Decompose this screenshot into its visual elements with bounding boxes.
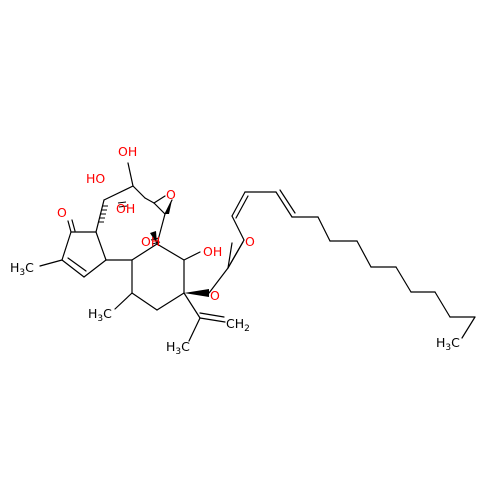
methyl-label: H3C xyxy=(10,260,34,278)
epoxide-oxygen-label: O xyxy=(166,187,176,202)
carbonyl-oxygen-label: O xyxy=(245,234,255,249)
methyl-label: H3C xyxy=(88,306,112,324)
stereo-layer xyxy=(98,200,209,297)
hydroxyl-label: OH xyxy=(203,244,222,259)
hash-bond xyxy=(150,237,161,245)
hash-bond xyxy=(98,205,108,223)
label-layer: OH HO OH O O OH OH O O H3C H3C CH2 H3C H… xyxy=(10,144,460,357)
hash-bond xyxy=(117,201,128,208)
methylene-label: CH2 xyxy=(226,316,250,334)
ketone-oxygen-label: O xyxy=(57,205,67,220)
hydroxyl-label: OH xyxy=(116,201,135,216)
wedge-bond xyxy=(150,231,157,244)
methyl-label: H3C xyxy=(166,339,190,357)
hydroxyl-label: OH xyxy=(141,234,160,249)
ester-oxygen-label: O xyxy=(210,288,220,303)
hydroxyl-label: OH xyxy=(118,144,137,159)
hydroxyl-label: HO xyxy=(86,171,105,186)
wedge-bond xyxy=(165,200,172,214)
wedge-bond xyxy=(184,289,209,297)
methyl-label: H3C xyxy=(436,335,460,353)
